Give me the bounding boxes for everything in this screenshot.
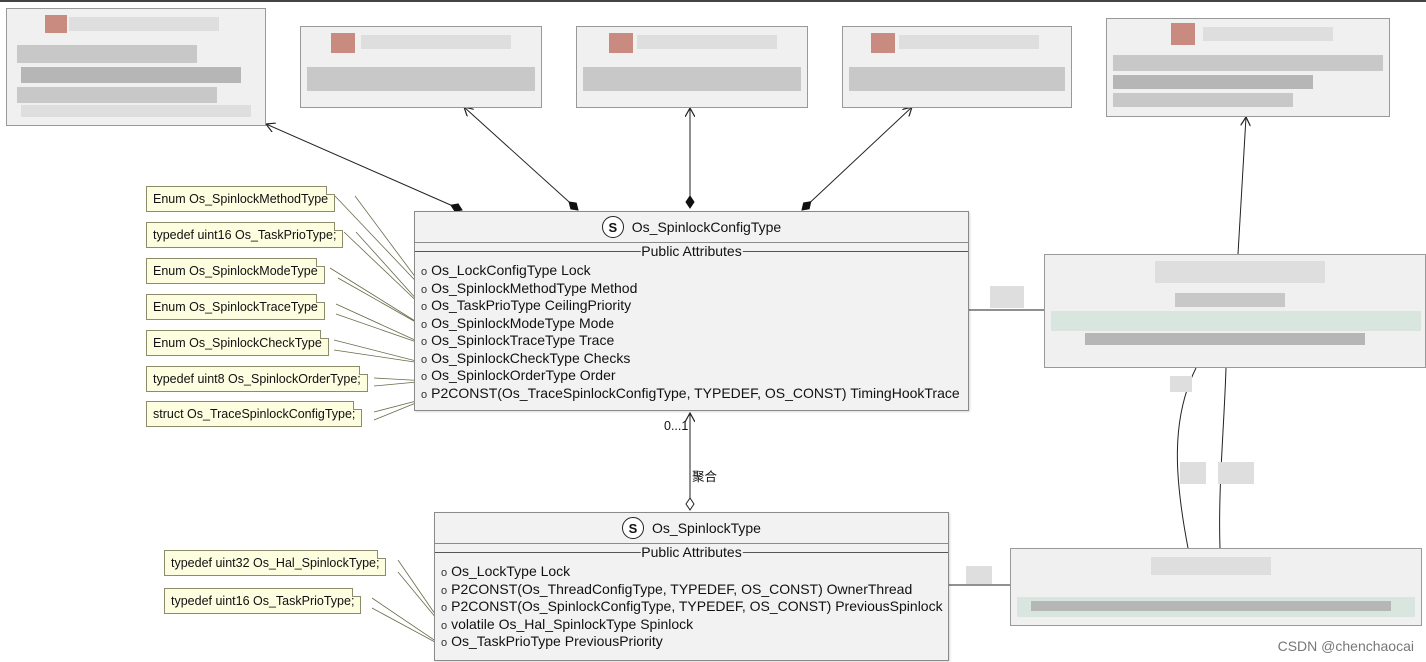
note-hal-spinlock-type[interactable]: typedef uint32 Os_Hal_SpinlockType; [164, 550, 387, 576]
note-trace-config-type[interactable]: struct Os_TraceSpinlockConfigType; [146, 401, 363, 427]
redacted-class-box-3 [576, 26, 808, 108]
link-config-to-box4 [802, 107, 912, 210]
public-visibility-icon: o [421, 266, 428, 278]
link-config-to-box1 [266, 124, 462, 210]
section-title: Public Attributes [640, 243, 743, 259]
struct-stereotype-icon: S [622, 517, 645, 539]
redacted-label-1 [990, 286, 1024, 308]
multiplicity-label: 0...1 [664, 419, 689, 433]
note-order-type[interactable]: typedef uint8 Os_SpinlockOrderType; [146, 366, 368, 392]
public-visibility-icon: o [421, 283, 428, 296]
public-visibility-icon: o [421, 318, 428, 331]
public-visibility-icon: o [441, 619, 448, 632]
redacted-class-box-2 [300, 26, 542, 108]
class-name: Os_SpinlockType [652, 520, 761, 536]
redacted-class-box-7 [1010, 548, 1422, 626]
link-right-curve-b [1219, 367, 1227, 549]
top-border-line [0, 0, 1426, 2]
class-header: S Os_SpinlockType [435, 513, 948, 544]
class-header: S Os_SpinlockConfigType [415, 212, 968, 243]
section-title: Public Attributes [640, 544, 743, 560]
note-connectors-config [329, 195, 429, 421]
redacted-class-box-4 [842, 26, 1072, 108]
redacted-class-box-1 [6, 8, 266, 126]
section-divider: Public Attributes [435, 544, 948, 560]
public-visibility-icon: o [441, 584, 448, 597]
public-visibility-icon: o [441, 567, 448, 579]
redacted-label-4 [966, 566, 992, 584]
section-divider: Public Attributes [415, 243, 968, 259]
public-visibility-icon: o [421, 388, 428, 401]
struct-stereotype-icon: S [601, 216, 624, 238]
note-mode-type[interactable]: Enum Os_SpinlockModeType [146, 258, 325, 284]
class-os-spinlock-config-type[interactable]: S Os_SpinlockConfigType Public Attribute… [414, 211, 969, 411]
redacted-label-2 [1180, 462, 1206, 484]
public-visibility-icon: o [441, 602, 448, 614]
redacted-label-3 [1218, 462, 1254, 484]
public-visibility-icon: o [421, 353, 428, 366]
class-name: Os_SpinlockConfigType [631, 219, 782, 235]
watermark: CSDN @chenchaocai [1277, 638, 1414, 654]
note-task-prio-type[interactable]: typedef uint16 Os_TaskPrioType; [146, 222, 344, 248]
aggregation-label: 聚合 [692, 470, 718, 484]
redacted-class-box-5 [1106, 18, 1390, 117]
link-config-to-box2 [464, 107, 578, 210]
note-trace-type[interactable]: Enum Os_SpinlockTraceType [146, 294, 325, 320]
public-visibility-icon: o [441, 637, 448, 649]
public-visibility-icon: o [421, 336, 428, 348]
redacted-label-5 [1170, 376, 1192, 392]
public-visibility-icon: o [421, 371, 428, 383]
link-right-to-box5 [1237, 117, 1246, 255]
public-visibility-icon: o [421, 301, 428, 313]
note-method-type[interactable]: Enum Os_SpinlockMethodType [146, 186, 336, 212]
note-check-type[interactable]: Enum Os_SpinlockCheckType [146, 330, 329, 356]
note-task-prio-type-2[interactable]: typedef uint16 Os_TaskPrioType; [164, 588, 362, 614]
redacted-class-box-6 [1044, 254, 1426, 368]
link-right-curve-a [1176, 367, 1197, 549]
